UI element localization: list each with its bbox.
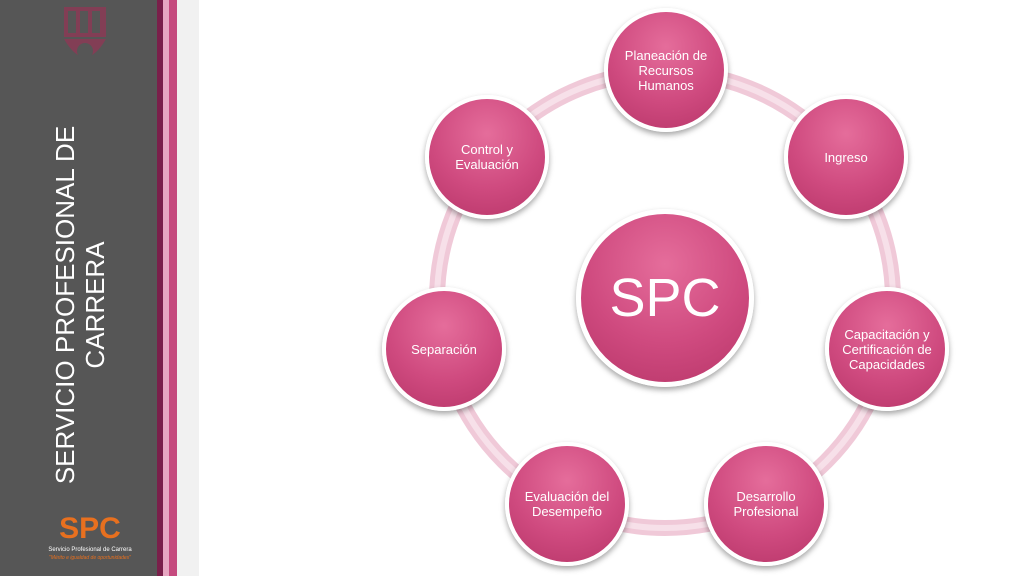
sidebar-title-line2: CARRERA	[80, 241, 110, 369]
center-label: SPC	[609, 268, 721, 328]
node-separacion: Separación	[382, 287, 506, 411]
node-separacion-label: Separación	[411, 341, 477, 357]
sidebar-stripe-dark	[157, 0, 163, 576]
node-planeacion-label: Planeación de Recursos Humanos	[624, 47, 708, 93]
spc-logo-caption: Servicio Profesional de Carrera	[48, 547, 132, 553]
node-evaluacion-label: Evaluación del Desempeño	[524, 489, 610, 519]
ipn-emblem-icon	[64, 7, 106, 59]
spc-logo-slogan: "Mérito e igualdad de oportunidades"	[49, 555, 131, 561]
node-ingreso-label: Ingreso	[824, 149, 868, 165]
node-control: Control y Evaluación	[425, 95, 549, 219]
node-capacitacion-label: Capacitación y Certificación de Capacida…	[842, 326, 932, 372]
sidebar-stripe-pink	[169, 0, 177, 576]
sidebar	[0, 0, 157, 576]
sidebar-title-line1: SERVICIO PROFESIONAL DE	[50, 125, 80, 485]
spc-logo-text: SPC	[59, 512, 121, 545]
sidebar-title: SERVICIO PROFESIONAL DE CARRERA	[50, 126, 110, 484]
node-ingreso: Ingreso	[784, 95, 908, 219]
sidebar-stripe-gray	[177, 0, 199, 576]
node-planeacion: Planeación de Recursos Humanos	[604, 8, 728, 132]
node-desarrollo: Desarrollo Profesional	[704, 442, 828, 566]
node-capacitacion: Capacitación y Certificación de Capacida…	[825, 287, 949, 411]
node-control-label: Control y Evaluación	[455, 142, 519, 172]
sidebar-stripe-light	[163, 0, 169, 576]
node-evaluacion: Evaluación del Desempeño	[505, 442, 629, 566]
spc-logo: SPC Servicio Profesional de Carrera "Mér…	[48, 512, 132, 561]
node-center-spc: SPC	[576, 209, 754, 387]
node-desarrollo-label: Desarrollo Profesional	[733, 489, 799, 519]
